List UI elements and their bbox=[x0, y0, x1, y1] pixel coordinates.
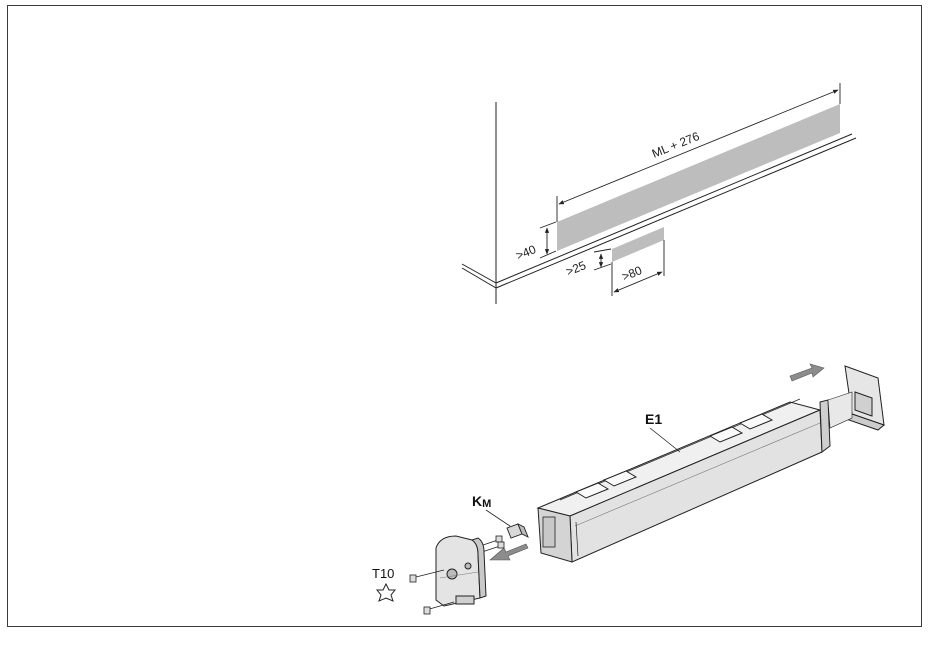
wall-base-line-1 bbox=[496, 134, 852, 283]
floor-line-bottom bbox=[462, 268, 496, 288]
e1-leader bbox=[650, 428, 680, 452]
end-cover bbox=[436, 536, 486, 606]
label-e1: E1 bbox=[645, 411, 662, 427]
label-t10: T10 bbox=[372, 566, 394, 581]
wall-base-line-2 bbox=[496, 138, 856, 288]
clip-km bbox=[507, 524, 528, 538]
wall-bracket bbox=[828, 366, 884, 430]
mounting-area-small bbox=[612, 227, 664, 262]
label-km: KM bbox=[472, 493, 491, 510]
insert-arrow-right bbox=[790, 364, 824, 381]
mounting-area-main bbox=[557, 104, 840, 251]
floor-line-top bbox=[462, 264, 496, 283]
km-leader bbox=[486, 510, 510, 526]
dim-height-label: >40 bbox=[514, 242, 538, 263]
rail-assembly-e1 bbox=[538, 399, 830, 562]
remove-arrow-left bbox=[490, 544, 528, 560]
dim-offset-label: >25 bbox=[564, 258, 588, 279]
torx-t10-icon bbox=[377, 584, 395, 601]
